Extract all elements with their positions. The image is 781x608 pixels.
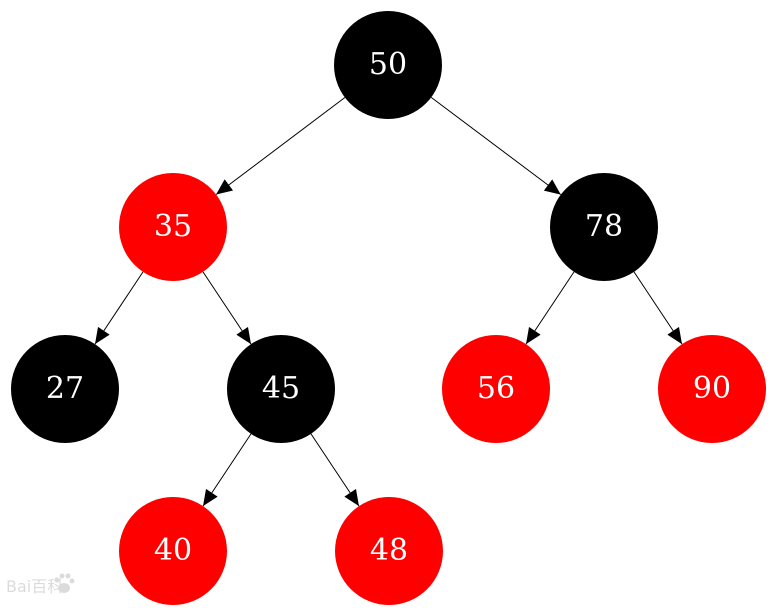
tree-node-35: 35	[119, 173, 227, 281]
tree-node-40: 40	[119, 497, 227, 605]
node-circle-black	[334, 11, 442, 119]
tree-edges	[94, 97, 683, 507]
edge-35-to-45	[202, 271, 252, 345]
baidu-paw-icon	[54, 573, 75, 593]
tree-node-48: 48	[335, 497, 443, 605]
edge-50-to-78	[430, 97, 562, 196]
node-circle-red	[442, 335, 550, 443]
node-label: 35	[154, 209, 192, 244]
node-label: 56	[477, 371, 515, 406]
node-circle-black	[550, 173, 658, 281]
tree-node-27: 27	[11, 335, 119, 443]
tree-node-78: 78	[550, 173, 658, 281]
node-label: 48	[370, 533, 408, 568]
edge-78-to-90	[633, 271, 683, 345]
tree-node-45: 45	[227, 335, 335, 443]
tree-nodes: 50 35 78 27 45 56 90 40 48	[11, 11, 766, 605]
baidu-watermark: Bai百科	[6, 573, 75, 596]
node-label: 27	[46, 371, 84, 406]
tree-node-56: 56	[442, 335, 550, 443]
node-label: 50	[369, 47, 407, 82]
edge-50-to-35	[215, 97, 346, 195]
edge-78-to-56	[525, 271, 575, 345]
node-circle-red	[658, 335, 766, 443]
tree-node-90: 90	[658, 335, 766, 443]
node-circle-red	[335, 497, 443, 605]
node-circle-black	[11, 335, 119, 443]
node-circle-red	[119, 497, 227, 605]
node-label: 40	[154, 533, 192, 568]
watermark-text: Bai百科	[6, 577, 63, 596]
edge-45-to-40	[202, 433, 252, 507]
edge-45-to-48	[310, 433, 360, 507]
node-label: 78	[585, 209, 623, 244]
edge-35-to-27	[94, 271, 144, 345]
node-label: 90	[693, 371, 731, 406]
tree-node-50: 50	[334, 11, 442, 119]
node-label: 45	[262, 371, 300, 406]
node-circle-red	[119, 173, 227, 281]
node-circle-black	[227, 335, 335, 443]
